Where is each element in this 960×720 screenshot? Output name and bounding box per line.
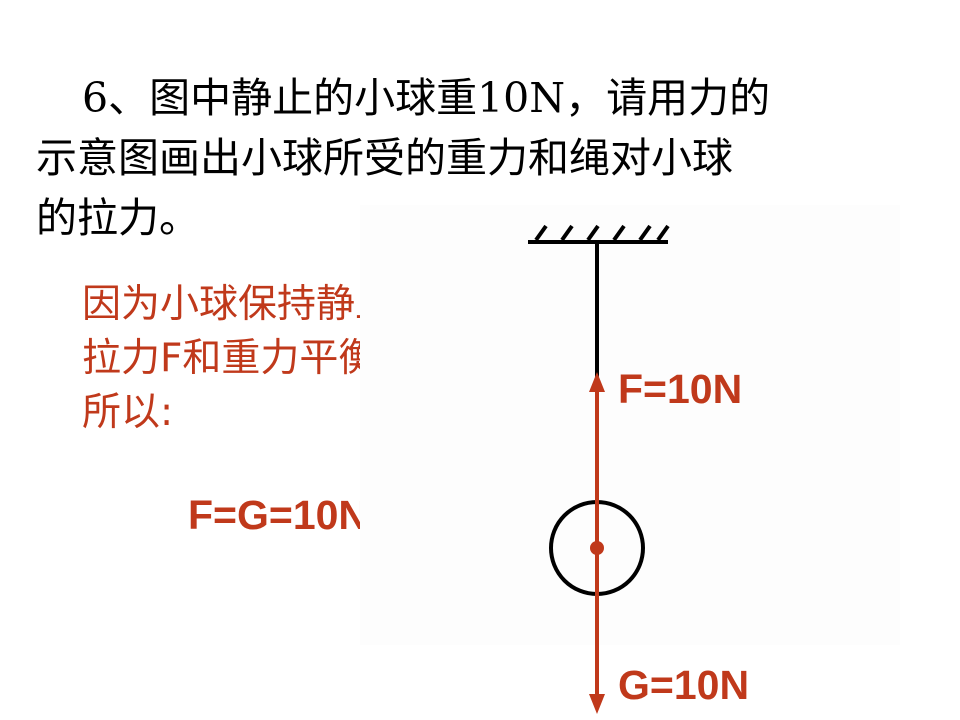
diagram-backdrop	[360, 205, 900, 645]
tension-label: F=10N	[618, 366, 743, 412]
explanation-line-2: 拉力F和重力平衡,	[82, 336, 390, 381]
question-line-2: 示意图画出小球所受的重力和绳对小球	[36, 134, 733, 182]
gravity-arrow-head	[589, 694, 605, 714]
explanation-line-3: 所以:	[82, 390, 174, 435]
point-of-action	[590, 541, 604, 555]
question-text: 6、图中静止的小球重10N，请用力的 示意图画出小球所受的重力和绳对小球 的拉力…	[36, 68, 936, 248]
question-line-3: 的拉力。	[36, 194, 200, 242]
answer-equation: F=G=10N	[188, 492, 369, 538]
question-line-1: 6、图中静止的小球重10N，请用力的	[82, 74, 771, 122]
explanation-line-1: 因为小球保持静止,	[82, 282, 407, 327]
tension-arrow-head	[589, 372, 605, 392]
explanation-text: 因为小球保持静止, 拉力F和重力平衡, 所以:	[82, 278, 502, 440]
gravity-label: G=10N	[618, 662, 750, 708]
